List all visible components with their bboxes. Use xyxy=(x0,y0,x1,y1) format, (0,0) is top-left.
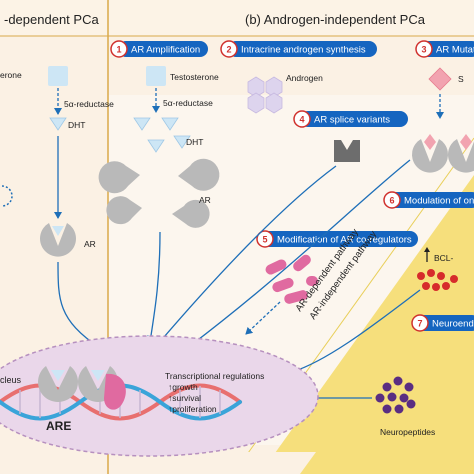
mechanism-pill-3: 3 AR Mutat xyxy=(415,40,474,58)
androgen-label: Androgen xyxy=(286,73,323,83)
co-activator-blob xyxy=(104,373,126,410)
transcription-title: Transcriptional regulations xyxy=(165,371,264,381)
bcl-dots xyxy=(417,269,458,291)
transcription-survival: ↑survival xyxy=(168,393,201,403)
mid-ar-cluster xyxy=(98,158,220,228)
left-panel-title: -dependent PCa xyxy=(4,12,99,27)
mechanism-pill-6: 6 Modulation of on xyxy=(383,191,474,209)
left-dht-shape xyxy=(49,117,67,131)
nucleus xyxy=(0,335,319,457)
splice-variant-arrow xyxy=(157,165,337,345)
mechanism-number-3: 3 xyxy=(421,45,426,55)
transcription-growth: ↑growth xyxy=(168,382,198,392)
mechanism-number-5: 5 xyxy=(262,235,267,245)
bcl-up-arrowhead xyxy=(424,247,430,252)
bcl-label: BCL- xyxy=(434,253,454,263)
mid-dht-label: DHT xyxy=(186,137,203,147)
mechanism-label-3: AR Mutat xyxy=(436,45,474,56)
mechanism-label-4: AR splice variants xyxy=(314,115,390,126)
mechanism-number-6: 6 xyxy=(389,196,394,206)
nucleus-label: cleus xyxy=(0,375,22,385)
mechanism-pill-1: 1 AR Amplification xyxy=(110,40,208,58)
androgen-cluster xyxy=(247,76,283,114)
left-ar-receptor xyxy=(40,223,76,257)
mechanism-pill-7: 7 Neuroendo xyxy=(411,314,474,332)
mid-nucleus-arrow xyxy=(146,231,161,343)
left-ar-dht xyxy=(52,226,64,236)
mechanism-pill-5: 5 Modification of AR co-regulators xyxy=(256,230,418,248)
left-ar-label: AR xyxy=(84,239,96,249)
mechanism-number-1: 1 xyxy=(116,45,121,55)
right-ligand-label: S xyxy=(458,74,464,84)
ar-splice-variant-shape xyxy=(334,140,360,162)
mid-dht-cluster xyxy=(133,117,191,153)
mechanism-pill-4: 4 AR splice variants xyxy=(293,110,408,128)
mechanism-number-7: 7 xyxy=(417,319,422,329)
left-reductase-label: 5α-reductase xyxy=(64,99,114,109)
mid-testosterone-label: Testosterone xyxy=(170,72,219,82)
left-nucleus-arrow xyxy=(57,261,101,349)
co-regulator-arrow xyxy=(245,301,281,335)
co-regulator-cluster xyxy=(265,254,318,304)
mid-reductase-label: 5α-reductase xyxy=(163,98,213,108)
bottom-yellow xyxy=(300,452,474,474)
mechanism-label-7: Neuroendo xyxy=(432,319,474,330)
are-label: ARE xyxy=(46,419,71,433)
mutated-ligand-shape xyxy=(428,67,452,91)
right-panel-title: (b) Androgen-independent PCa xyxy=(245,12,426,27)
left-testosterone-shape xyxy=(48,66,68,86)
mechanism-label-5: Modification of AR co-regulators xyxy=(277,235,412,246)
left-dht-label: DHT xyxy=(68,120,85,130)
mechanism-label-1: AR Amplification xyxy=(131,45,200,56)
bcl-arrow xyxy=(291,289,421,375)
mechanism-number-2: 2 xyxy=(226,45,231,55)
neuropeptide-dots xyxy=(375,376,416,414)
left-testosterone-label: erone xyxy=(0,70,22,80)
mid-ar-label: AR xyxy=(199,195,211,205)
mutation-nucleus-arrow xyxy=(189,159,411,347)
mutated-ar-receptors xyxy=(412,134,474,173)
transcription-proliferation: ↑proliferation xyxy=(168,404,217,414)
mechanism-label-6: Modulation of on xyxy=(404,196,474,207)
mechanism-label-2: Intracrine androgen synthesis xyxy=(241,45,366,56)
mechanism-number-4: 4 xyxy=(299,115,304,125)
header-band xyxy=(0,0,474,36)
mid-testosterone-shape xyxy=(146,66,166,86)
neuropeptides-label: Neuropeptides xyxy=(380,427,435,437)
mechanism-pill-2: 2 Intracrine androgen synthesis xyxy=(220,40,377,58)
